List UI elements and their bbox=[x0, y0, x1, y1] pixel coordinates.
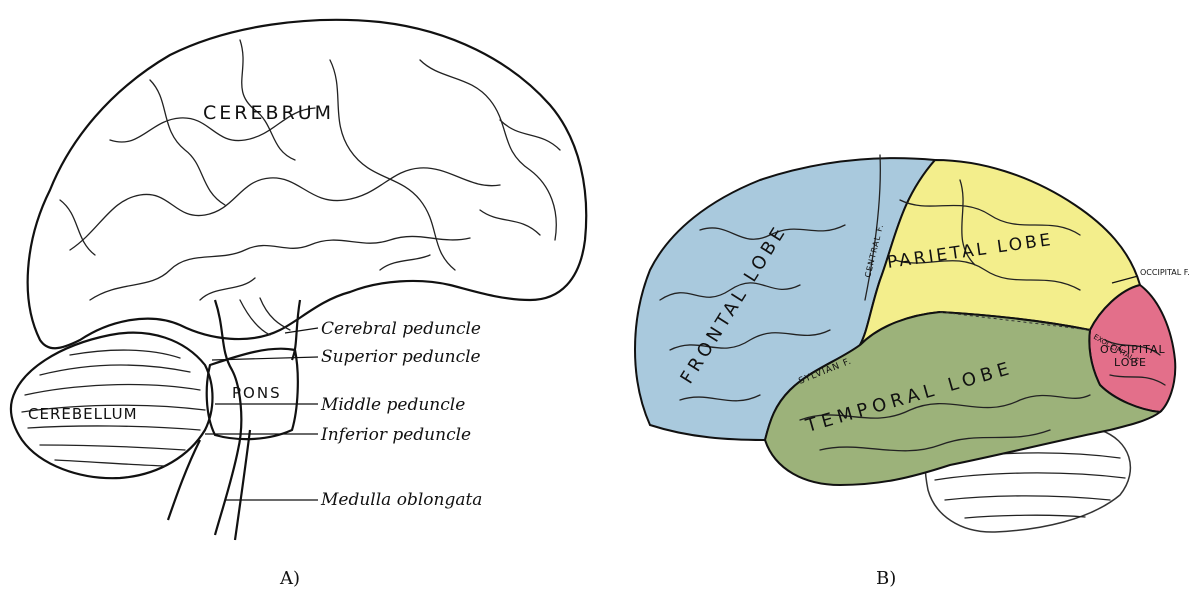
label-cerebellum: CEREBELLUM bbox=[28, 405, 138, 423]
label-middle-peduncle: Middle peduncle bbox=[320, 395, 465, 415]
caption-b: B) bbox=[876, 568, 896, 589]
panel-a-leaders bbox=[205, 328, 318, 500]
label-superior-peduncle: Superior peduncle bbox=[321, 347, 481, 367]
label-cerebral-peduncle: Cerebral peduncle bbox=[321, 319, 481, 339]
label-cerebrum: CEREBRUM bbox=[203, 102, 334, 124]
label-occipital-f: OCCIPITAL F. bbox=[1140, 268, 1190, 277]
brainstem-illustration bbox=[168, 298, 300, 540]
caption-a: A) bbox=[279, 568, 300, 589]
panel-b: FRONTAL LOBE PARIETAL LOBE TEMPORAL LOBE… bbox=[635, 155, 1190, 589]
cerebrum-illustration bbox=[28, 20, 587, 348]
panel-a: CEREBRUM CEREBELLUM PONS Cerebral pedunc… bbox=[11, 20, 586, 589]
label-pons: PONS bbox=[232, 384, 282, 402]
label-medulla-oblongata: Medulla oblongata bbox=[320, 490, 482, 510]
label-inferior-peduncle: Inferior peduncle bbox=[320, 425, 471, 445]
